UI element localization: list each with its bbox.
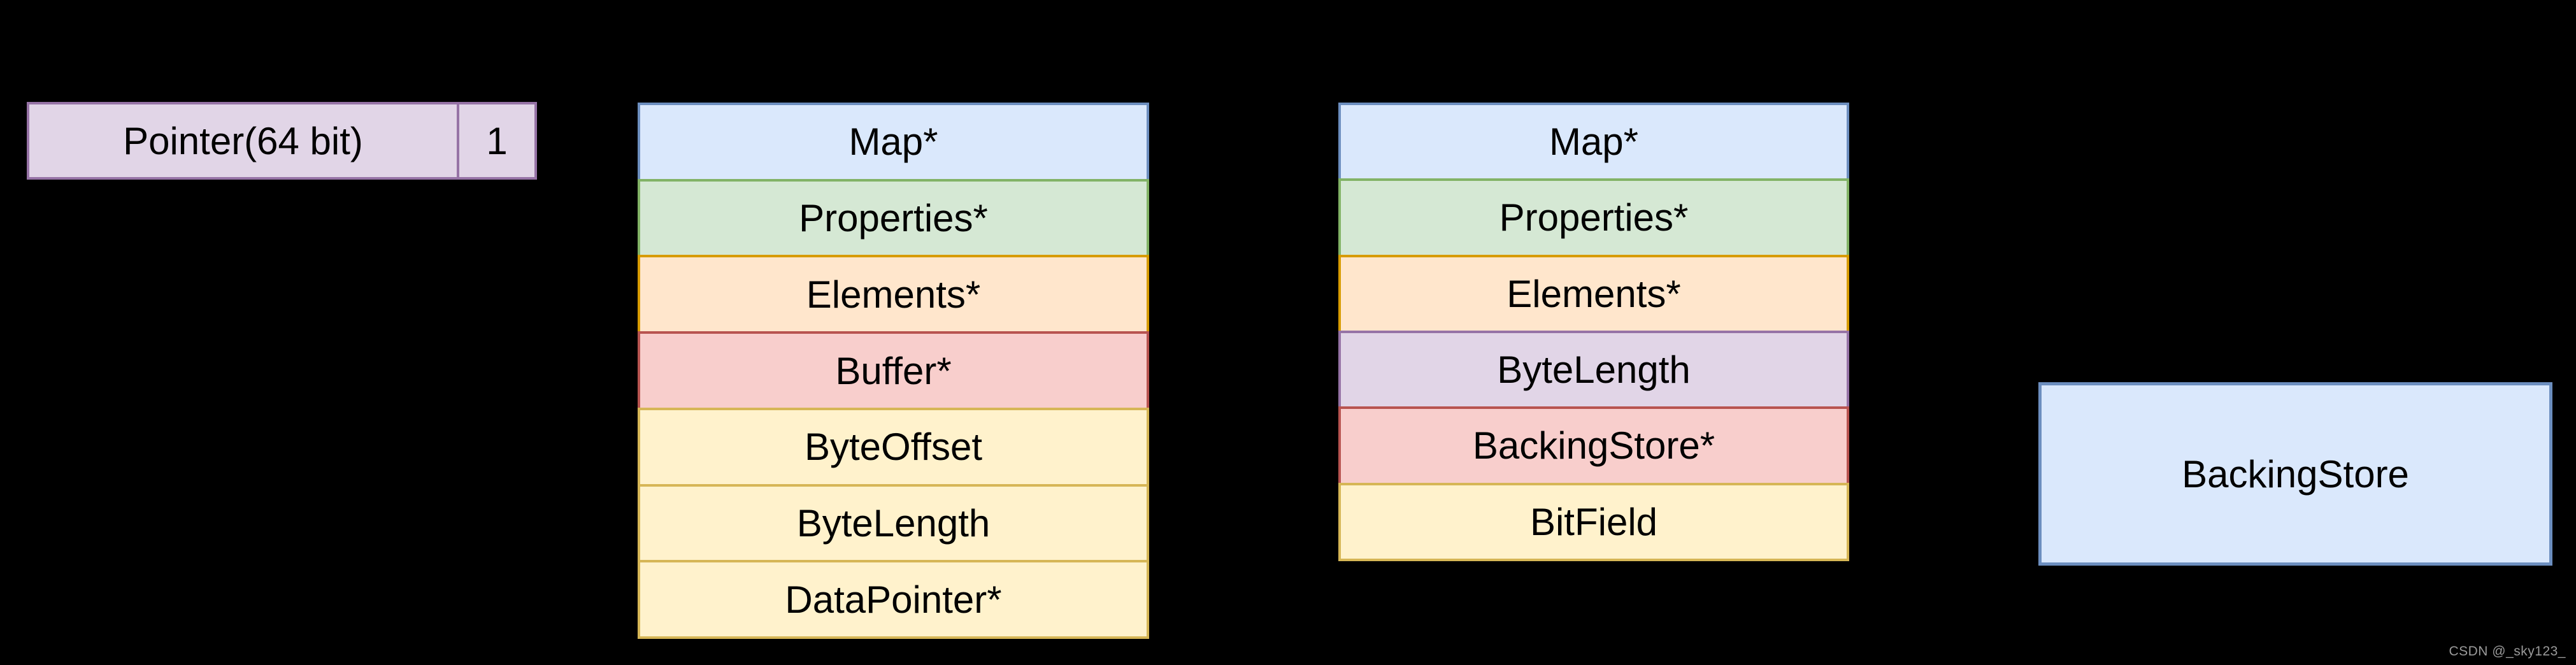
pointer-value-cell: 1	[457, 104, 534, 177]
typed-array-stack: Map* Properties* Elements* Buffer* ByteO…	[638, 103, 1149, 640]
stack-row-backingstore: BackingStore*	[1338, 406, 1849, 485]
array-buffer-stack: Map* Properties* Elements* ByteLength Ba…	[1338, 103, 1849, 561]
watermark: CSDN @_sky123_	[2449, 644, 2566, 659]
stack-row-bytelength: ByteLength	[638, 483, 1149, 563]
stack-row-elements: Elements*	[1338, 254, 1849, 333]
stack-row-bytelength: ByteLength	[1338, 330, 1849, 410]
backing-store-box: BackingStore	[2038, 382, 2552, 566]
stack-row-map: Map*	[1338, 103, 1849, 182]
stack-row-label: BackingStore*	[1472, 424, 1715, 468]
stack-row-label: ByteOffset	[804, 425, 983, 469]
stack-row-properties: Properties*	[638, 178, 1149, 258]
stack-row-label: ByteLength	[1497, 348, 1691, 392]
stack-row-buffer: Buffer*	[638, 331, 1149, 410]
backing-store-label: BackingStore	[2182, 452, 2409, 496]
pointer-label-cell: Pointer(64 bit)	[29, 104, 457, 177]
stack-row-label: Buffer*	[835, 349, 952, 392]
stack-row-label: Elements*	[806, 273, 981, 316]
stack-row-byteoffset: ByteOffset	[638, 407, 1149, 487]
stack-row-map: Map*	[638, 103, 1149, 182]
stack-row-label: DataPointer*	[785, 578, 1002, 621]
stack-row-properties: Properties*	[1338, 178, 1849, 257]
stack-row-label: Map*	[848, 120, 938, 164]
pointer-box: Pointer(64 bit) 1	[27, 102, 537, 180]
stack-row-elements: Elements*	[638, 255, 1149, 334]
stack-row-label: BitField	[1529, 500, 1658, 543]
stack-row-label: Properties*	[1499, 196, 1689, 240]
stack-row-label: Map*	[1549, 120, 1639, 164]
stack-row-label: ByteLength	[796, 501, 991, 545]
stack-row-label: Properties*	[799, 197, 988, 240]
stack-row-bitfield: BitField	[1338, 482, 1849, 561]
stack-row-datapointer: DataPointer*	[638, 560, 1149, 640]
pointer-value: 1	[486, 119, 508, 162]
stack-row-label: Elements*	[1506, 272, 1681, 315]
pointer-label: Pointer(64 bit)	[123, 119, 363, 162]
